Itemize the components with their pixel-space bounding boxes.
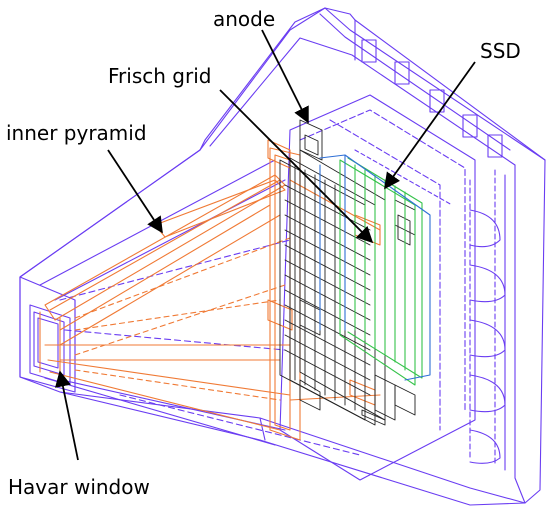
havar-window-label: Havar window — [8, 475, 150, 499]
inner-pyramid-label: inner pyramid — [6, 121, 147, 145]
ssd-arrow — [384, 61, 476, 190]
ssd-label: SSD — [480, 39, 521, 63]
anode-arrow — [261, 29, 309, 124]
inner-pyramid — [39, 139, 381, 441]
annotation-arrows — [54, 29, 476, 461]
frisch-grid-mesh — [279, 119, 416, 426]
inner-pyramid-arrow — [107, 149, 163, 234]
havar-window-arrow — [54, 370, 79, 461]
anode-label: anode — [213, 7, 275, 31]
frisch-grid-label: Frisch grid — [108, 64, 211, 88]
frisch-grid-arrow — [219, 89, 374, 244]
ssd-plates — [319, 154, 431, 386]
outer-housing — [19, 7, 546, 506]
